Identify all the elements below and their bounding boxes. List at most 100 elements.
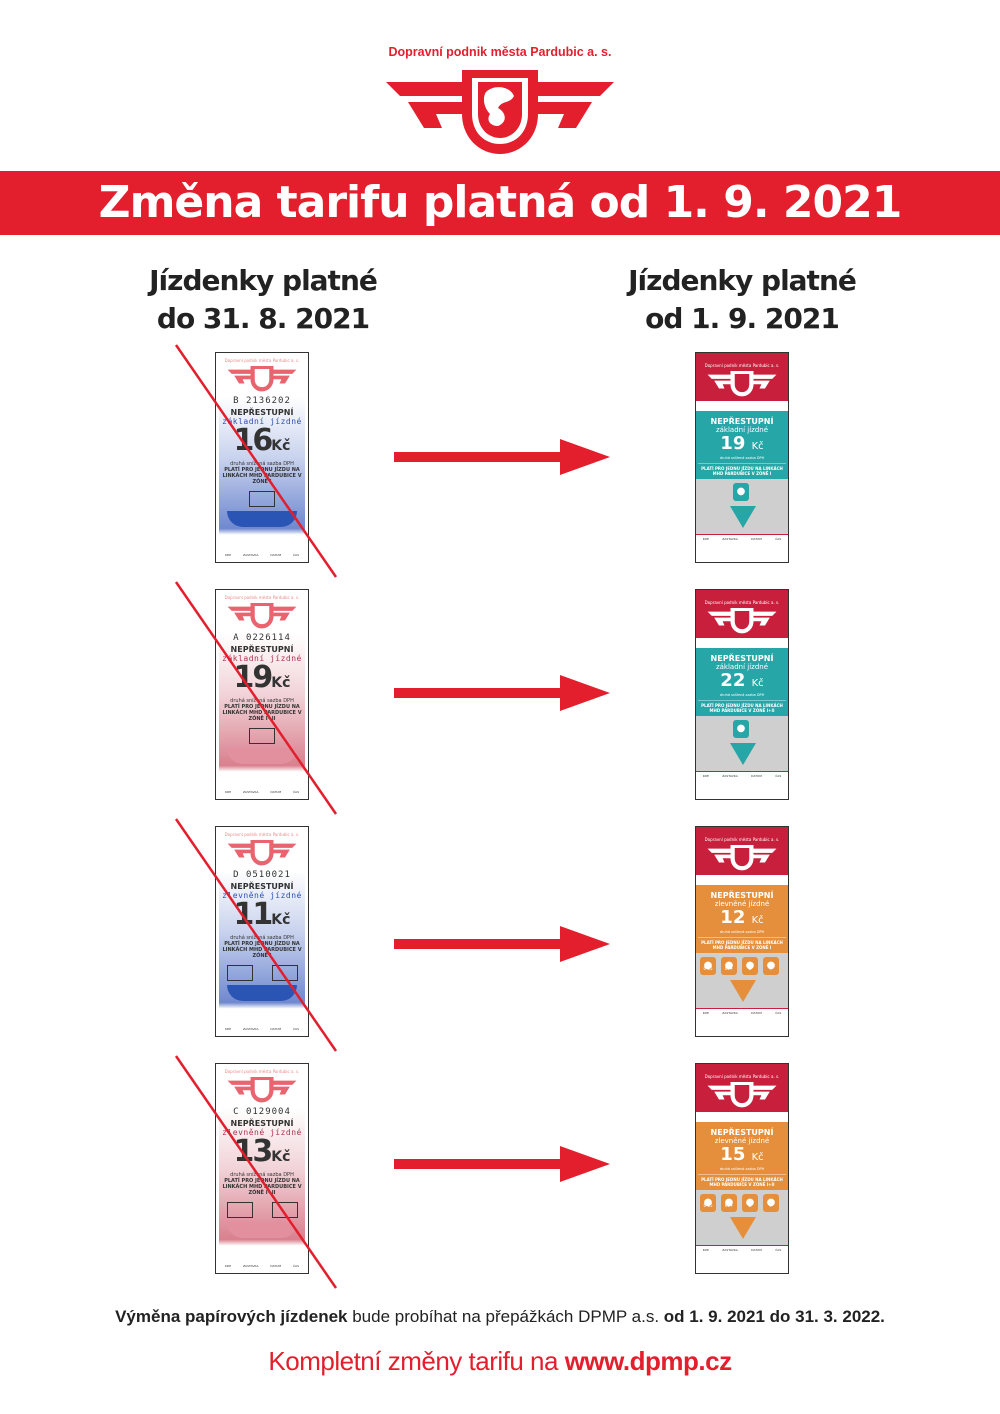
senior-pictogram-icon [271,1202,298,1218]
ticket-footer-label: DATUM [270,553,282,557]
ticket-header: Dopravní podnik města Pardubic a. s. [696,353,788,401]
ticket-type: zlevněné jízdné [714,900,770,908]
discount-category-label: P [769,966,773,971]
triangle-graphic [730,506,756,528]
old-ticket: Dopravní podnik města Pardubic a. s. D 0… [215,826,309,1037]
new-ticket: Dopravní podnik města Pardubic a. s. NEP… [695,826,789,1037]
ticket-footer-label: DATUM [270,1264,282,1268]
new-ticket: Dopravní podnik města Pardubic a. s. NEP… [695,589,789,800]
dpmp-logo [386,70,614,154]
ticket-header: Dopravní podnik města Pardubic a. s. [696,1064,788,1112]
ticket-vat: druhá snížená sazba DPH [230,935,294,941]
ticket-graphic: ●6-15●65+●Z●P [696,1190,788,1246]
ticket-footer-label: ČAS [775,537,782,541]
exchange-text: bude probíhat na přepážkách DPMP a.s. [347,1307,664,1326]
website-link[interactable]: www.dpmp.cz [564,1346,732,1376]
ticket-footer-label: ZASTÁVKA [722,774,738,778]
discount-category-icon: ●Z [742,1194,758,1212]
ticket-graphic: ●6-15●65+●Z●P [696,953,788,1009]
ticket-company: Dopravní podnik města Pardubic a. s. [704,837,780,842]
child-pictogram-icon [226,1202,253,1218]
discount-category-icon: ●P [763,957,779,975]
mini-logo-icon [707,1082,777,1108]
ticket-footer-label: KDE [224,1264,232,1268]
discount-category-label: P [769,1203,773,1208]
exchange-notice: Výměna papírových jízdenek bude probíhat… [0,1307,1000,1327]
ticket-vat: druhá snížená sazba DPH [719,693,765,697]
ticket-footer-label: DATUM [270,1027,282,1031]
ticket-footer-label: ČAS [775,1248,782,1252]
ticket-validity: PLATÍ PRO JEDNU JÍZDU NA LINKÁCH MHD PAR… [698,1174,786,1187]
chevron-graphic [227,511,297,527]
ticket-footer-label: ZASTÁVKA [243,790,259,794]
ticket-non-transfer: NEPŘESTUPNÍ [230,882,294,891]
ticket-footer-label: KDE [224,553,232,557]
ticket-company: Dopravní podnik města Pardubic a. s. [224,1069,300,1074]
discount-category-label: Z [748,1203,752,1208]
ticket-serial: A 0226114 [233,633,291,643]
strike-through-line [174,581,338,815]
chevron-graphic [227,985,297,1001]
ticket-graphic: ● [696,716,788,772]
ticket-price: 12 Kč [720,907,764,928]
mini-logo-icon [227,366,297,392]
ticket-footer-label: ČAS [292,1027,300,1031]
mini-logo-icon [227,1077,297,1103]
old-ticket: Dopravní podnik města Pardubic a. s. A 0… [215,589,309,800]
left-heading-line2: do 31. 8. 2021 [156,302,370,335]
ticket-type: základní jízdné [222,417,302,426]
ticket-type: základní jízdné [715,663,769,671]
ticket-type: základní jízdné [222,654,302,663]
ticket-price: 16Kč [233,423,291,458]
ticket-non-transfer: NEPŘESTUPNÍ [230,1119,294,1128]
ticket-footer-label: ČAS [292,553,300,557]
adult-passenger-icon: ● [733,483,749,501]
complete-changes-notice: Kompletní změny tarifu na www.dpmp.cz [0,1346,1000,1377]
ticket-non-transfer: NEPŘESTUPNÍ [710,654,774,663]
ticket-footer-label: KDE [702,537,709,541]
arrow-right-icon [394,926,610,962]
ticket-header: Dopravní podnik města Pardubic a. s. [696,827,788,875]
ticket-type: zlevněné jízdné [714,1137,770,1145]
child-pictogram-icon [226,965,253,981]
mini-logo-icon [227,603,297,629]
discount-category-label: 65+ [724,966,734,971]
ticket-footer-label: ČAS [292,1264,300,1268]
ticket-info: NEPŘESTUPNÍ zlevněné jízdné 15 Kč druhá … [696,1122,788,1190]
ticket-info: NEPŘESTUPNÍ základní jízdné 19 Kč druhá … [696,411,788,479]
ticket-company: Dopravní podnik města Pardubic a. s. [224,595,300,600]
triangle-graphic [730,743,756,765]
company-name: Dopravní podnik města Pardubic a. s. [388,45,612,59]
ticket-validity: PLATÍ PRO JEDNU JÍZDU NA LINKÁCH MHD PAR… [698,937,786,950]
ticket-vat: druhá snížená sazba DPH [230,698,294,704]
exchange-bold: Výměna papírových jízdenek [115,1307,348,1326]
ticket-footer-label: ČAS [775,1011,782,1015]
old-ticket: Dopravní podnik města Pardubic a. s. C 0… [215,1063,309,1274]
ticket-footer-label: ZASTÁVKA [243,1027,259,1031]
ticket-company: Dopravní podnik města Pardubic a. s. [704,363,780,368]
strike-through-line [174,1055,338,1289]
discount-category-icon: ●P [763,1194,779,1212]
old-ticket: Dopravní podnik města Pardubic a. s. B 2… [215,352,309,563]
ticket-footer-label: DATUM [751,537,762,541]
passenger-pictogram-icon [249,491,275,507]
ticket-validity: PLATÍ PRO JEDNU JÍZDU NA LINKÁCH MHD PAR… [698,700,786,713]
triangle-graphic [730,980,756,1002]
discount-category-label: 6-15 [703,966,713,971]
ticket-footer-label: KDE [702,1248,709,1252]
arrow-right-icon [394,1146,610,1182]
ticket-type: základní jízdné [715,426,769,434]
ticket-price: 19 Kč [720,433,764,454]
ticket-footer-label: KDE [702,774,709,778]
discount-category-icon: ●Z [742,957,758,975]
ticket-price: 15 Kč [720,1144,764,1165]
strike-through-line [174,344,338,578]
ticket-price: 19Kč [233,660,291,695]
ticket-vat: druhá snížená sazba DPH [230,461,294,467]
ticket-vat: druhá snížená sazba DPH [230,1172,294,1178]
ticket-non-transfer: NEPŘESTUPNÍ [230,408,294,417]
